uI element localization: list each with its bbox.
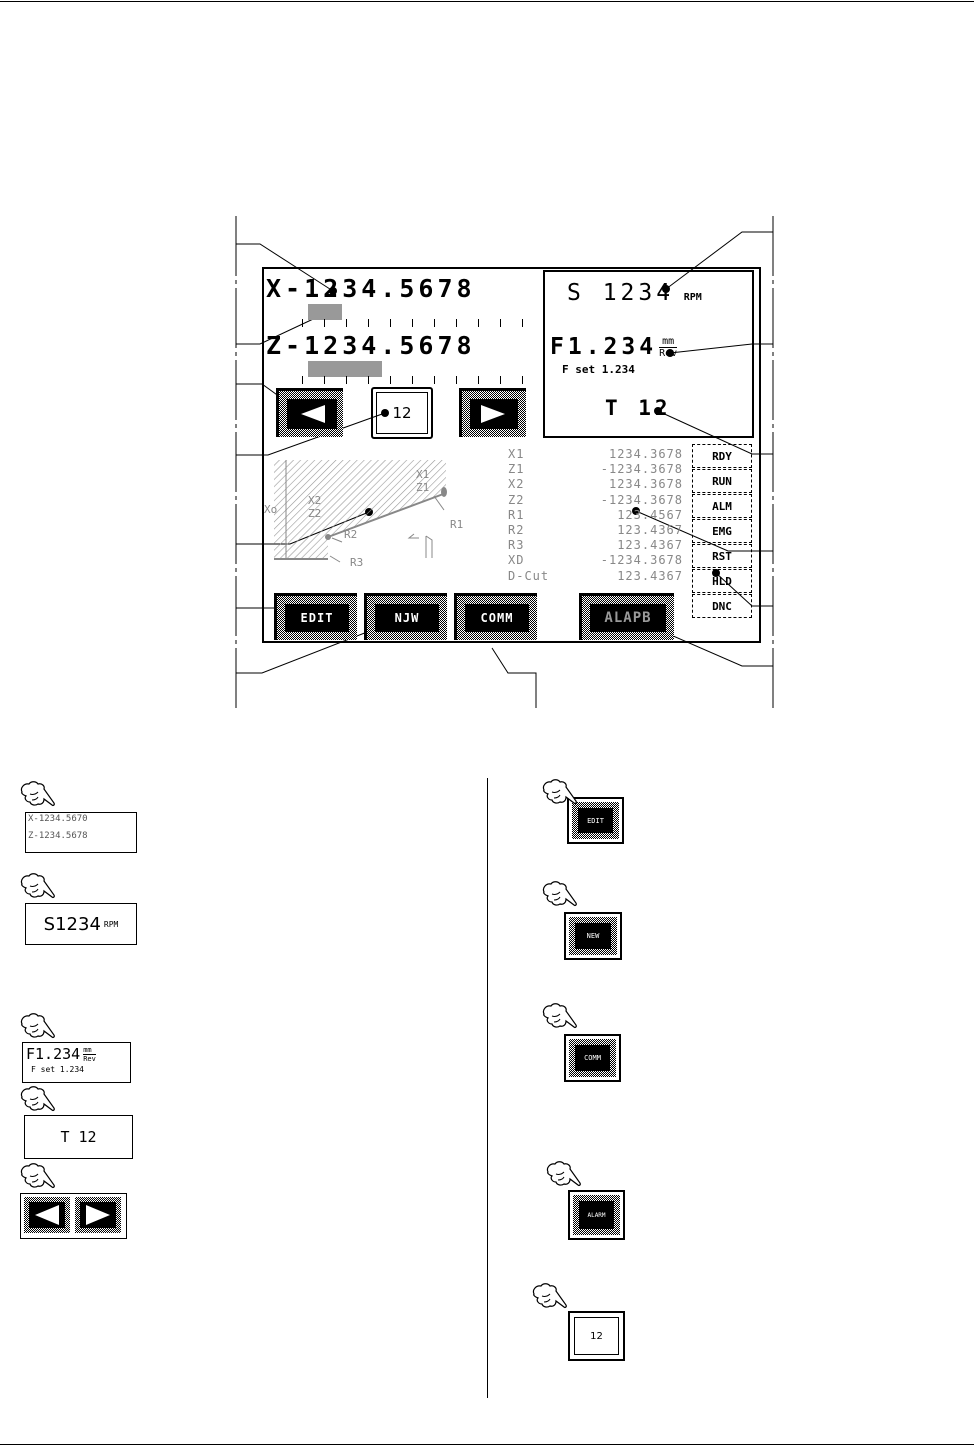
parameter-row: XD -1234.3678 (508, 553, 683, 568)
z-position-readout: Z-1234.5678 (266, 331, 476, 360)
parameter-name: Z2 (508, 492, 525, 507)
x-scale (302, 319, 532, 327)
pointing-hand-icon (540, 778, 580, 812)
parameter-name: XD (508, 553, 525, 568)
parameter-row: R3 123.4367 (508, 538, 683, 553)
label-x1: X1 (416, 468, 430, 481)
new-button[interactable]: NJW (364, 593, 447, 640)
status-run: RUN (692, 469, 752, 493)
feed-unit-top: mm (659, 336, 678, 348)
parameter-value: 123.4367 (617, 568, 683, 583)
spindle-unit: RPM (683, 292, 702, 303)
parameter-value: 123.4567 (617, 507, 683, 522)
status-alm: ALM (692, 494, 752, 518)
pointing-hand-icon (530, 1282, 570, 1316)
edit-button-icon: EDIT (567, 797, 624, 844)
workpiece-drawing: Xo X1 Z1 X2 Z2 R1 R2 R3 (264, 458, 463, 569)
tool-number: T 12 (605, 396, 672, 420)
left-arrow-icon (29, 1202, 65, 1228)
parameter-value: 1234.3678 (608, 447, 683, 461)
bottom-rule (0, 1444, 974, 1445)
pointing-hand-icon (540, 1002, 580, 1036)
label-x2: X2 (308, 494, 322, 507)
tool-number-button[interactable]: 12 (371, 387, 433, 439)
label-z2: Z2 (308, 507, 322, 520)
left-arrow-icon (287, 399, 337, 429)
tool-next-button[interactable] (459, 388, 526, 437)
z-progress-bar (308, 361, 382, 377)
xz-readout-icon: X-1234.5670 Z-1234.5678 (25, 812, 137, 853)
pointing-hand-icon (18, 872, 58, 906)
tool-prev-button[interactable] (276, 388, 343, 437)
alarm-button[interactable]: ALAPB (579, 593, 674, 640)
parameter-name: Z1 (508, 462, 525, 477)
parameter-row: Z1 -1234.3678 (508, 462, 683, 477)
pointing-hand-icon (544, 1160, 584, 1194)
spindle-feed-tool-panel: S 1234 RPM F1.234 mm Rev F set 1.234 T 1… (543, 270, 754, 438)
right-arrow-icon (470, 399, 518, 429)
parameter-value: -1234.3678 (600, 492, 683, 507)
alarm-button-icon: ALARM (568, 1190, 625, 1240)
parameter-name: D-Cut (508, 568, 550, 583)
parameter-name: R2 (508, 523, 525, 538)
parameter-value: 1234.3678 (608, 477, 683, 492)
feed-rate: F1.234 (550, 334, 658, 360)
new-button-icon: NEW (564, 912, 622, 960)
tool-arrows-icon (20, 1193, 127, 1239)
tool-button-icon: 12 (568, 1311, 625, 1361)
label-r3: R3 (350, 556, 364, 569)
x-position-readout: X-1234.5678 (266, 274, 476, 303)
pointing-hand-icon (18, 1085, 58, 1119)
parameter-row: X2 1234.3678 (508, 477, 683, 492)
status-rst: RST (692, 544, 752, 568)
feed-setpoint: F set 1.234 (562, 363, 635, 376)
label-z1: Z1 (416, 481, 430, 494)
parameter-row: R1 123.4567 (508, 508, 683, 523)
pointing-hand-icon (18, 1012, 58, 1046)
parameter-name: X2 (508, 477, 525, 492)
label-xo: Xo (264, 503, 278, 516)
parameter-value: -1234.3678 (600, 462, 683, 477)
parameter-row: X1 1234.3678 (508, 447, 683, 462)
edit-button[interactable]: EDIT (274, 593, 357, 640)
tool-readout-icon: T 12 (24, 1115, 133, 1159)
parameter-row: Z2 -1234.3678 (508, 493, 683, 508)
top-rule (0, 1, 974, 2)
parameter-value: 123.4367 (617, 523, 683, 538)
status-hld: HLD (692, 569, 752, 593)
status-rdy: RDY (692, 444, 752, 468)
parameter-row: D-Cut 123.4367 (508, 569, 683, 584)
z-scale (302, 376, 532, 384)
feed-unit-bottom: Rev (659, 347, 678, 359)
parameter-value: 123.4367 (617, 538, 683, 553)
parameter-name: R1 (508, 507, 525, 522)
x-progress-bar (308, 304, 342, 320)
label-r2: R2 (344, 528, 358, 541)
parameter-name: R3 (508, 538, 525, 553)
parameter-name: X1 (508, 447, 525, 461)
column-divider (487, 778, 488, 1398)
parameter-row: R2 123.4367 (508, 523, 683, 538)
spindle-speed: S 1234 (567, 280, 675, 306)
status-emg: EMG (692, 519, 752, 543)
comm-button-icon: COMM (564, 1034, 621, 1082)
label-r1: R1 (450, 518, 464, 531)
pointing-hand-icon (18, 1162, 58, 1196)
right-arrow-icon (80, 1202, 116, 1228)
pointing-hand-icon (18, 780, 58, 814)
cnc-screen (262, 267, 761, 643)
status-dnc: DNC (692, 594, 752, 618)
parameter-value: -1234.3678 (600, 553, 683, 568)
comm-button[interactable]: COMM (454, 593, 537, 640)
pointing-hand-icon (540, 880, 580, 914)
